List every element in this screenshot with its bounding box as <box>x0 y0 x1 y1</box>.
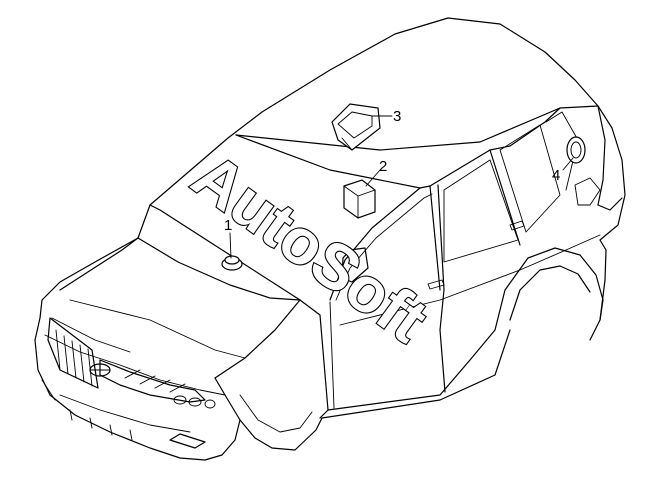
part-lower-sensor <box>221 255 243 271</box>
callout-1-number: 1 <box>224 217 232 234</box>
car-body <box>34 17 626 461</box>
callout-4-number: 4 <box>552 167 560 184</box>
callout-3-number: 3 <box>393 108 401 125</box>
callout-leaders <box>229 115 574 259</box>
callout-2-number: 2 <box>379 158 387 175</box>
part-roof-console <box>331 103 381 151</box>
part-control-module <box>343 179 376 219</box>
part-rear-speaker <box>566 136 586 164</box>
